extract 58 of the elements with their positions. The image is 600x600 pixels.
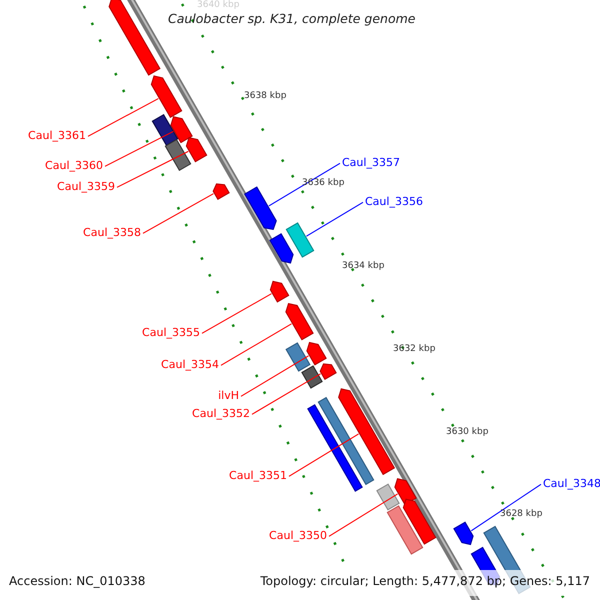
gene-block: [402, 498, 436, 545]
scale-label: 3634 kbp: [342, 261, 384, 272]
leader-line: [306, 202, 364, 237]
gene-block: [301, 365, 323, 389]
gene-label: Caul_3351: [229, 470, 287, 483]
gene-label: Caul_3360: [45, 160, 103, 173]
title: Caulobacter sp. K31, complete genome: [168, 12, 416, 26]
leader-line: [288, 433, 360, 477]
gene-block: [108, 0, 161, 76]
leader-line: [240, 355, 310, 397]
gene-label: Caul_3355: [142, 327, 200, 340]
leader-line: [142, 193, 214, 234]
leader-line: [116, 150, 189, 188]
gene-block: [286, 222, 314, 258]
leader-line: [470, 484, 542, 532]
gene-block: [394, 478, 417, 506]
gene-block: [244, 186, 277, 230]
leader-line: [252, 373, 322, 415]
leader-line: [268, 162, 340, 206]
gene-label: Caul_3352: [192, 408, 250, 421]
gene-label: Caul_3359: [57, 181, 115, 194]
scale-label: 3630 kbp: [446, 427, 488, 438]
gene-block: [307, 404, 363, 492]
gene-label: Caul_3348: [543, 478, 600, 491]
gene-block: [318, 396, 374, 486]
leader-line: [328, 493, 398, 537]
gene-block: [386, 505, 424, 555]
gene-block: [269, 233, 294, 264]
gene-block: [285, 342, 311, 372]
gene-block: [320, 363, 337, 380]
gene-label: Caul_3350: [269, 530, 327, 543]
genome-info-text: Topology: circular; Length: 5,477,872 bp; Genes: 5,117: [260, 575, 590, 589]
gene-label: Caul_3354: [161, 359, 219, 372]
leader-line: [88, 98, 159, 137]
gene-block: [150, 75, 182, 118]
gene-block: [306, 342, 327, 366]
gene-label: Caul_3358: [83, 227, 141, 240]
leader-line: [220, 323, 292, 366]
scale-label: 3632 kbp: [393, 344, 436, 354]
gene-block: [376, 484, 400, 510]
gene-block: [285, 302, 314, 340]
scale-label: 3638 kbp: [244, 91, 286, 102]
leader-line: [104, 130, 174, 167]
gene-block: [152, 114, 178, 146]
gene-block: [270, 280, 290, 303]
accession-text: Accession: NC_010338: [9, 575, 146, 589]
gene-label: Caul_3361: [28, 130, 86, 143]
gene-block: [453, 522, 474, 546]
gene-block: [186, 137, 208, 162]
gene-block: [164, 138, 192, 172]
gene-label: Caul_3356: [365, 196, 423, 209]
scale-label: 3628 kbp: [500, 509, 542, 520]
leader-line: [202, 293, 272, 334]
gene-block: [212, 183, 230, 200]
gene-block: [170, 116, 193, 144]
gene-block: [338, 388, 396, 476]
gene-label: Caul_3357: [342, 157, 400, 170]
gene-label: ilvH: [218, 390, 239, 403]
